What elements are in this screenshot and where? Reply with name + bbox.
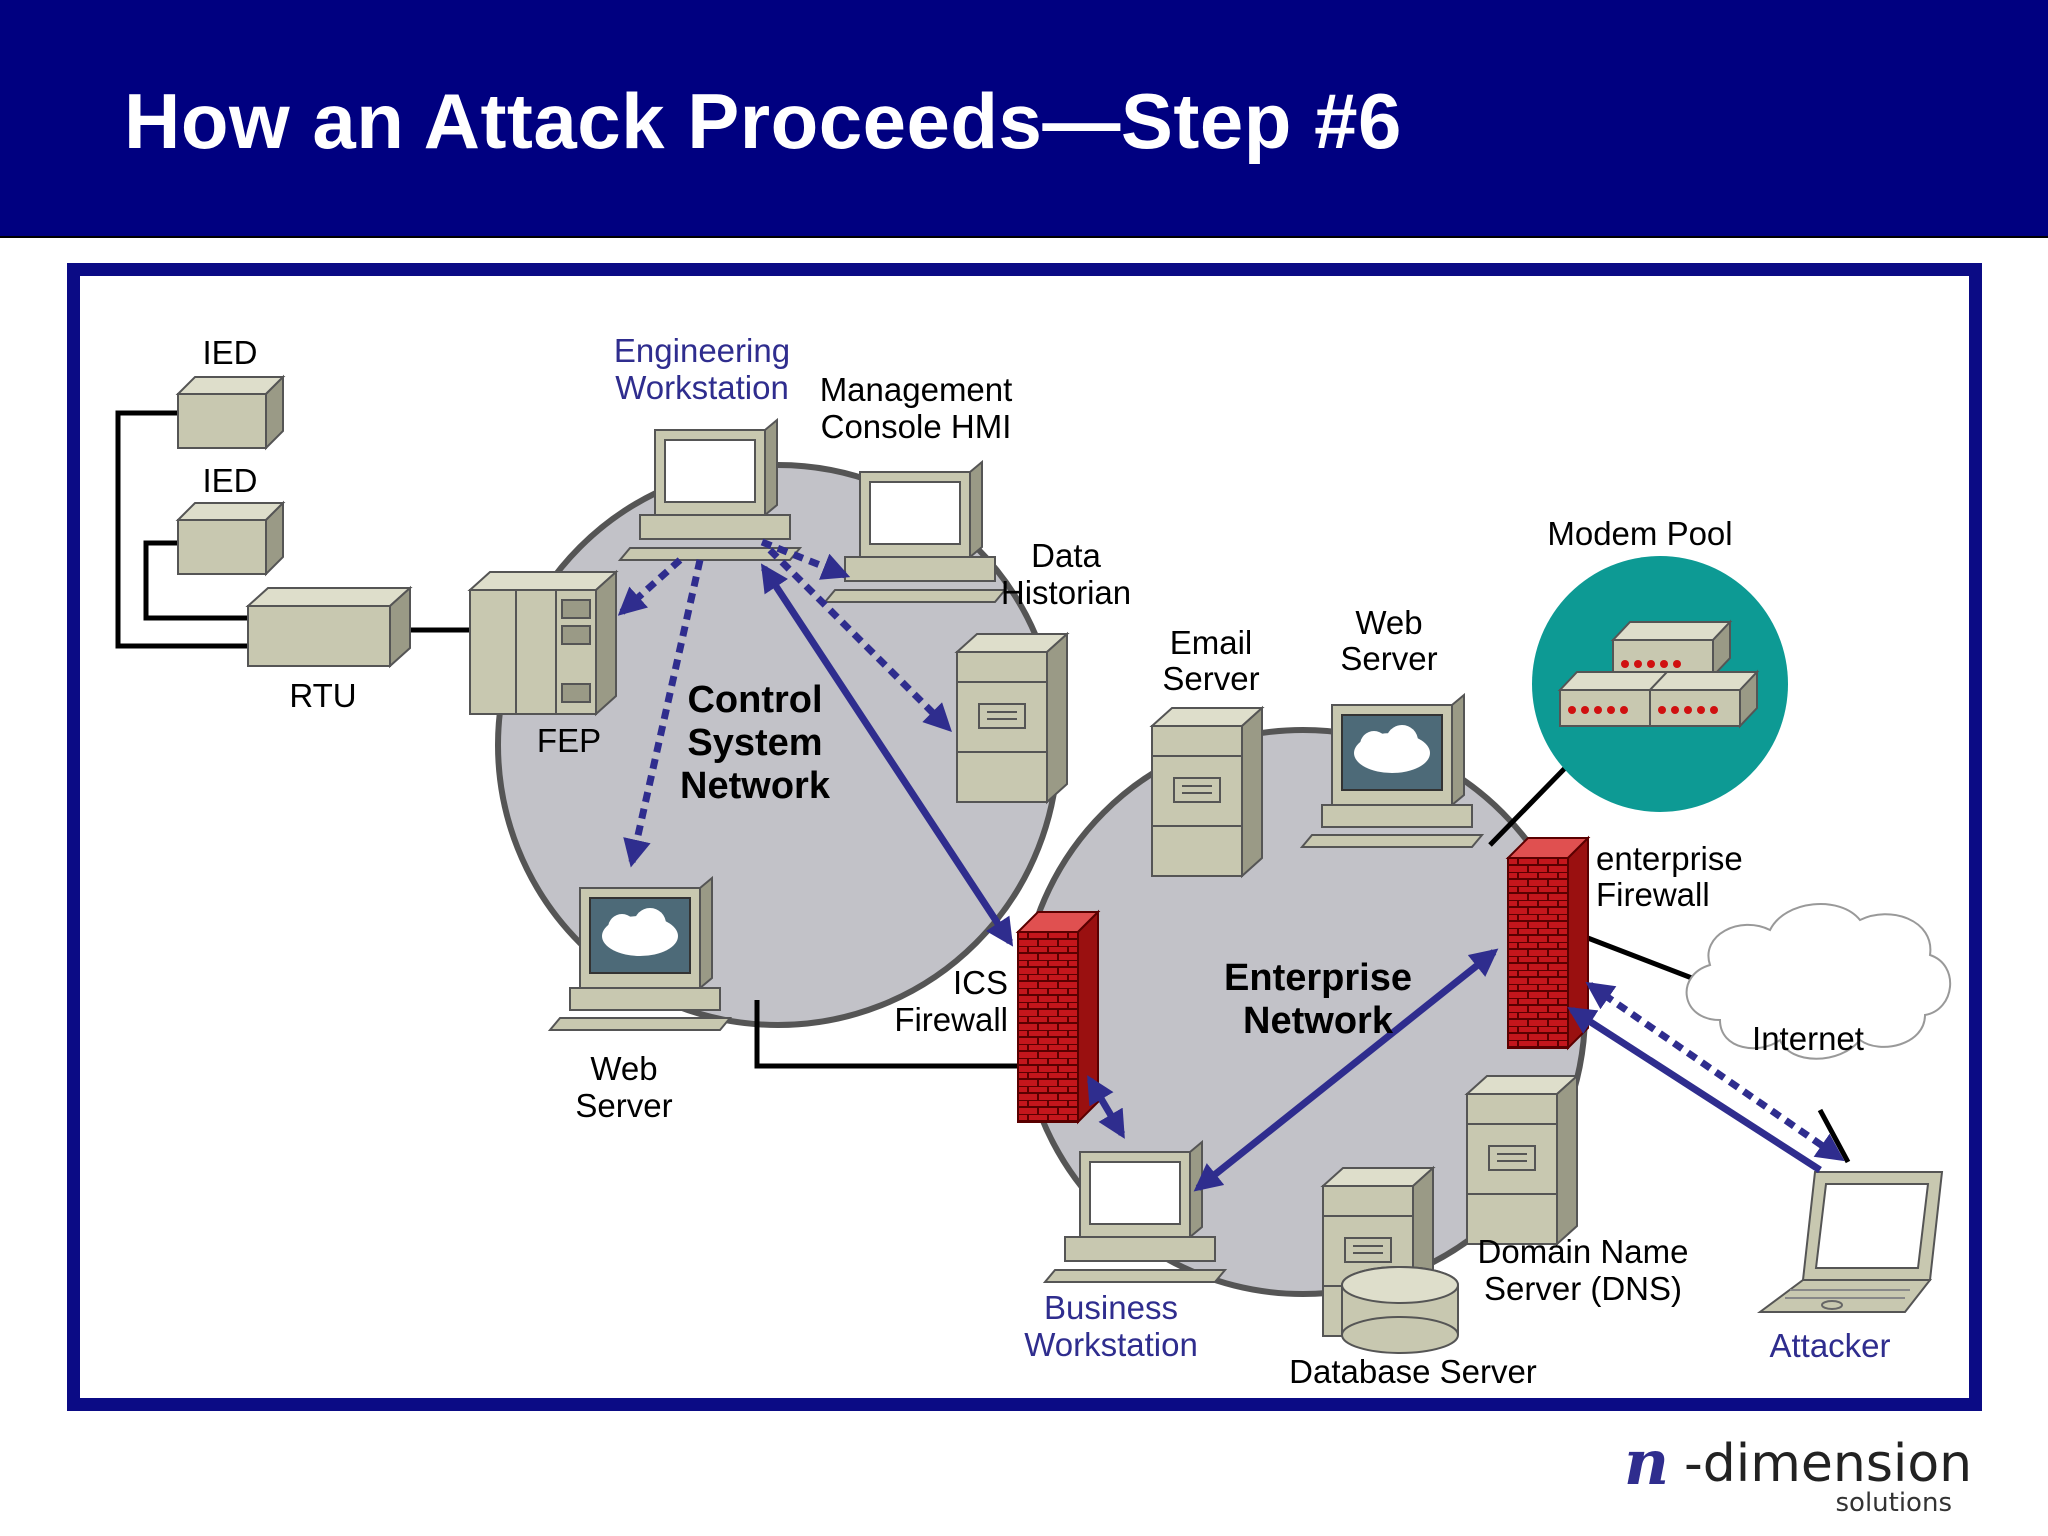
logo-mark: n xyxy=(1624,1426,1670,1499)
ied-device-1 xyxy=(175,374,286,451)
enterprise-network-label-2: Network xyxy=(1243,1000,1394,1042)
rtu-label: RTU xyxy=(289,677,356,714)
ied-device-2 xyxy=(175,500,286,577)
management-console-label-1: Management xyxy=(820,371,1013,408)
email-server-label-2: Server xyxy=(1162,660,1259,697)
database-server-device xyxy=(1322,1167,1459,1354)
slide-title: How an Attack Proceeds—Step #6 xyxy=(124,77,1402,165)
modem-pool-label: Modem Pool xyxy=(1547,515,1732,552)
dns-server-label-2: Server (DNS) xyxy=(1484,1270,1682,1307)
dns-server-device xyxy=(1466,1075,1578,1245)
n-dimension-logo: n -dimension solutions xyxy=(1622,1426,1972,1518)
fep-label: FEP xyxy=(537,722,601,759)
database-server-label: Database Server xyxy=(1289,1353,1537,1390)
attacker-laptop-device xyxy=(1756,1171,1944,1313)
dns-server-label-1: Domain Name xyxy=(1478,1233,1689,1270)
enterprise-firewall-label-1: enterprise xyxy=(1596,840,1743,877)
data-historian-device xyxy=(956,633,1068,803)
engineering-workstation-device xyxy=(619,419,801,561)
engineering-workstation-label-1: Engineering xyxy=(614,332,790,369)
email-server-device xyxy=(1151,707,1263,877)
management-console-label-2: Console HMI xyxy=(821,408,1012,445)
enterprise-firewall-label-2: Firewall xyxy=(1596,876,1710,913)
control-network-label-3: Network xyxy=(680,765,831,807)
enterprise-network-label-1: Enterprise xyxy=(1224,957,1412,999)
email-server-label-1: Email xyxy=(1170,624,1253,661)
enterprise-web-server-label-1: Web xyxy=(1355,604,1422,641)
rtu-device xyxy=(245,585,413,669)
cs-web-server-label-1: Web xyxy=(590,1050,657,1087)
control-network-label-1: Control xyxy=(687,679,822,721)
title-bar: How an Attack Proceeds—Step #6 xyxy=(0,0,2048,238)
ics-firewall-label-2: Firewall xyxy=(894,1001,1008,1038)
internet-label: Internet xyxy=(1752,1020,1864,1057)
cs-web-server-label-2: Server xyxy=(575,1087,672,1124)
ics-firewall-device xyxy=(1017,911,1099,1123)
attacker-label: Attacker xyxy=(1769,1327,1890,1364)
control-network-label-2: System xyxy=(687,722,822,764)
ied-label-2: IED xyxy=(202,462,257,499)
fep-device xyxy=(467,569,619,717)
data-historian-label-1: Data xyxy=(1031,537,1101,574)
enterprise-web-server-label-2: Server xyxy=(1340,640,1437,677)
ied-label-1: IED xyxy=(202,334,257,371)
business-workstation-label-2: Workstation xyxy=(1024,1326,1198,1363)
logo-name: -dimension xyxy=(1684,1434,1973,1494)
data-historian-label-2: Historian xyxy=(1001,574,1131,611)
business-workstation-label-1: Business xyxy=(1044,1289,1178,1326)
logo-tagline: solutions xyxy=(1835,1488,1952,1518)
ics-firewall-label-1: ICS xyxy=(953,964,1008,1001)
modem-pool-device xyxy=(1532,556,1788,812)
engineering-workstation-label-2: Workstation xyxy=(615,369,789,406)
